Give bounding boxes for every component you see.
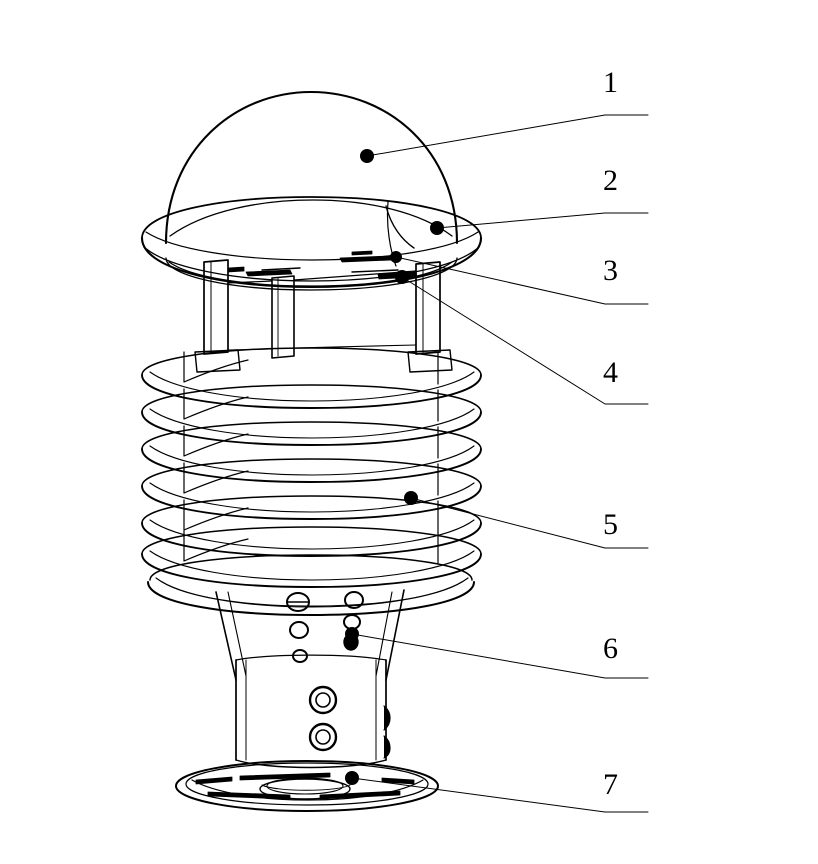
leader-line-6	[345, 627, 649, 679]
louver-plate	[147, 554, 475, 616]
leader-line-4	[395, 270, 649, 405]
leader-line-3	[390, 251, 649, 305]
callout-leaders	[345, 114, 649, 813]
radiation-shield-louvers	[141, 347, 482, 616]
louver-plate	[141, 495, 482, 557]
sensor-vent-holes	[286, 591, 364, 663]
support-pillars	[194, 259, 453, 373]
callout-label-2: 2	[603, 164, 618, 197]
callout-label-6: 6	[603, 632, 618, 665]
callout-label-3: 3	[603, 254, 618, 287]
dome-cap	[164, 90, 459, 249]
louver-plate	[141, 347, 482, 409]
sensor-assembly	[140, 90, 649, 813]
callout-label-1: 1	[603, 66, 618, 99]
leader-line-7	[345, 771, 649, 813]
callout-label-7: 7	[603, 768, 618, 801]
tapered-body	[215, 589, 405, 769]
callout-label-4: 4	[603, 356, 618, 389]
callout-label-5: 5	[603, 508, 618, 541]
louver-plate	[141, 421, 482, 483]
leader-line-5	[404, 491, 649, 549]
louver-plate	[141, 458, 482, 520]
louver-plate	[141, 526, 482, 588]
leader-line-2	[430, 212, 649, 235]
base-flange	[175, 760, 439, 812]
leader-line-1	[360, 114, 649, 163]
louver-plate	[141, 384, 482, 446]
ring-connectors	[308, 685, 338, 752]
collar-ring	[140, 196, 483, 291]
